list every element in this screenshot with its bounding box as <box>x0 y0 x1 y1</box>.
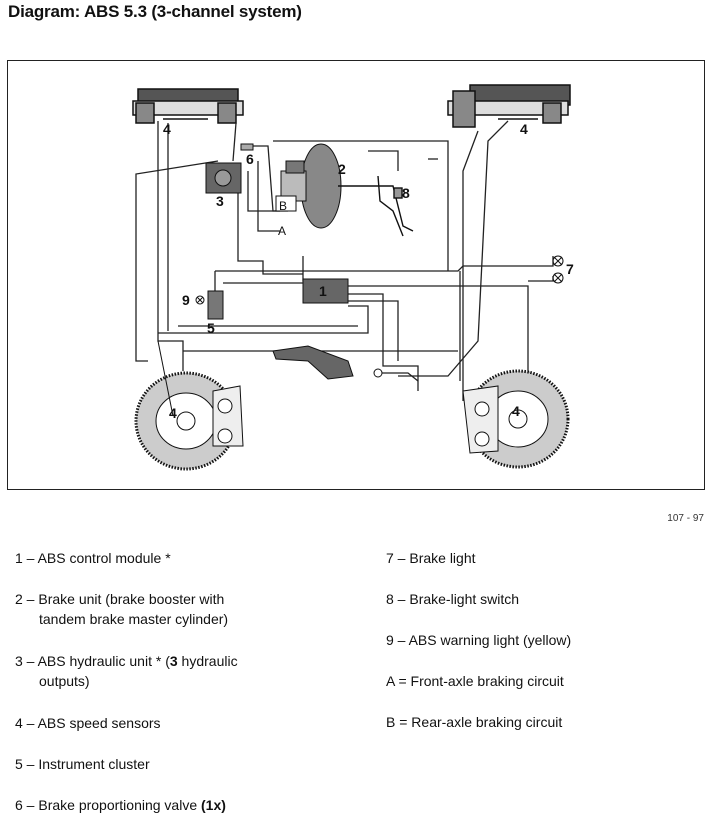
callout-7: 7 <box>566 261 574 277</box>
callout-2: 2 <box>338 161 346 177</box>
instrument-cluster <box>207 290 224 320</box>
legend-item-3: 3 – ABS hydraulic unit * (3 hydraulic ou… <box>15 653 238 689</box>
callout-1: 1 <box>319 283 327 299</box>
circuit-lines <box>135 120 554 401</box>
proportioning-valve <box>240 143 254 151</box>
abs-hydraulic-unit <box>205 162 242 194</box>
callout-4-front-right: 4 <box>512 403 520 419</box>
front-left-brake <box>134 340 244 471</box>
callout-6: 6 <box>246 151 254 167</box>
rear-right-axle <box>447 84 571 128</box>
callout-4-rear-left: 4 <box>163 121 171 137</box>
callout-8: 8 <box>402 185 410 201</box>
legend-item-1: 1 – ABS control module * <box>15 550 171 566</box>
brake-pedal <box>338 175 414 237</box>
legend-item-7: 7 – Brake light <box>386 550 476 566</box>
figure-reference: 107 - 97 <box>667 513 704 524</box>
legend-item-8: 8 – Brake-light switch <box>386 591 520 607</box>
brake-lights <box>552 255 564 284</box>
diagram-frame: 1 2 3 4 4 4 4 5 6 7 8 9 A B <box>7 60 705 490</box>
parking-brake-lever <box>272 345 383 380</box>
callout-5: 5 <box>207 320 215 336</box>
front-right-brake <box>462 369 570 469</box>
callout-4-front-left: 4 <box>169 405 177 421</box>
abs-diagram: 1 2 3 4 4 4 4 5 6 7 8 9 A B <box>132 84 574 471</box>
rear-left-axle <box>132 88 244 124</box>
page-title: Diagram: ABS 5.3 (3-channel system) <box>8 2 302 21</box>
legend-item-4: 4 – ABS speed sensors <box>15 715 161 731</box>
callout-B: B <box>279 199 287 213</box>
legend-item-9: 9 – ABS warning light (yellow) <box>386 632 572 648</box>
abs-control-module <box>302 278 349 304</box>
legend-item-B: B = Rear-axle braking circuit <box>386 714 563 730</box>
brake-booster <box>275 143 342 229</box>
legend-item-5: 5 – Instrument cluster <box>15 756 150 772</box>
legend-item-A: A = Front-axle braking circuit <box>386 673 564 689</box>
legend-item-2: 2 – Brake unit (brake booster with tande… <box>15 591 229 627</box>
callout-4-rear-right: 4 <box>520 121 528 137</box>
legend: 1 – ABS control module * 2 – Brake unit … <box>15 548 705 818</box>
callout-A: A <box>278 224 286 238</box>
legend-item-6: 6 – Brake proportioning valve (1x) <box>15 797 226 813</box>
callout-3: 3 <box>216 193 224 209</box>
callout-9: 9 <box>182 292 190 308</box>
abs-warning-light <box>195 295 205 305</box>
